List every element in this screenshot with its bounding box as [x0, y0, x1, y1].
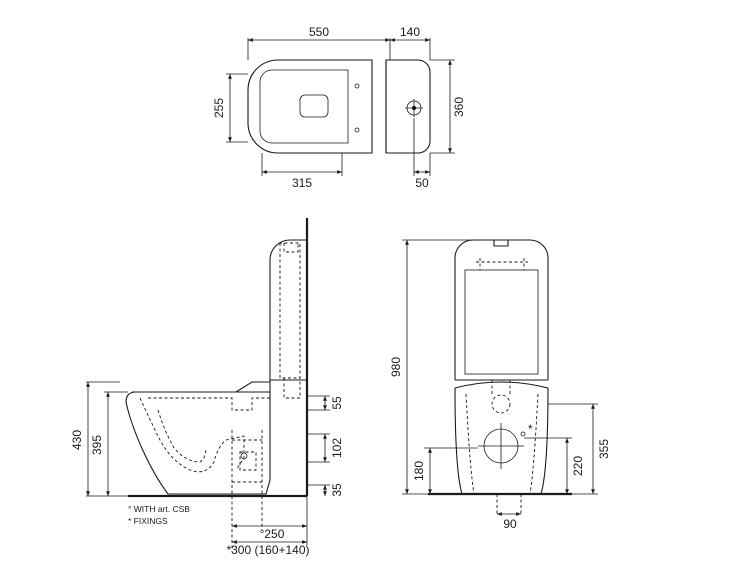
dim-side-inlet-height: 55 [330, 396, 344, 410]
dim-front-total-height: 980 [389, 357, 403, 377]
front-inlet [491, 394, 511, 414]
dim-front-bottom-width: 90 [503, 517, 517, 531]
dim-top-bowl-length: 550 [309, 25, 329, 39]
front-tank-cistern [464, 269, 539, 375]
dim-front-left-height: 180 [412, 461, 426, 481]
front-bowl-outline [454, 387, 549, 495]
front-tank-outline [454, 239, 549, 380]
top-tank-outline [385, 59, 431, 154]
dim-side-fixing-distance: *300 (160+140) [226, 543, 309, 557]
top-hinge-hole [354, 127, 360, 133]
dim-side-outlet-distance: °250 [260, 527, 285, 541]
dim-side-rim-height: 395 [90, 435, 104, 455]
dim-side-floor-offset: 35 [330, 483, 344, 497]
dim-front-outer-height: 355 [597, 439, 611, 459]
dim-front-right-height: 220 [571, 456, 585, 476]
front-view: * 980 180 220 355 90 [389, 239, 611, 531]
dim-top-seat-length: 315 [292, 176, 312, 190]
side-bowl-outline [125, 391, 271, 495]
dim-side-total-height: 430 [70, 430, 84, 450]
front-fixing-mark: * [528, 422, 533, 436]
top-seat-opening [259, 69, 349, 144]
side-tank-outline [269, 239, 307, 381]
note-fixings: * FIXINGS [128, 516, 168, 526]
dim-top-tank-offset: 50 [415, 176, 429, 190]
top-bowl-outline [247, 59, 373, 154]
note-csb: ° WITH art. CSB [128, 504, 190, 514]
side-view: 430 395 55 102 35 °250 *300 (160+140) ° … [70, 218, 344, 557]
dim-top-total-width: 360 [452, 97, 466, 117]
top-view: 550 140 255 360 315 50 [212, 25, 466, 190]
dim-side-outlet-height: 102 [330, 438, 344, 458]
dim-top-seat-width: 255 [212, 98, 226, 118]
top-seat-hinge-detail [299, 94, 329, 118]
top-hinge-hole [354, 83, 360, 89]
dim-top-tank-depth: 140 [400, 25, 420, 39]
